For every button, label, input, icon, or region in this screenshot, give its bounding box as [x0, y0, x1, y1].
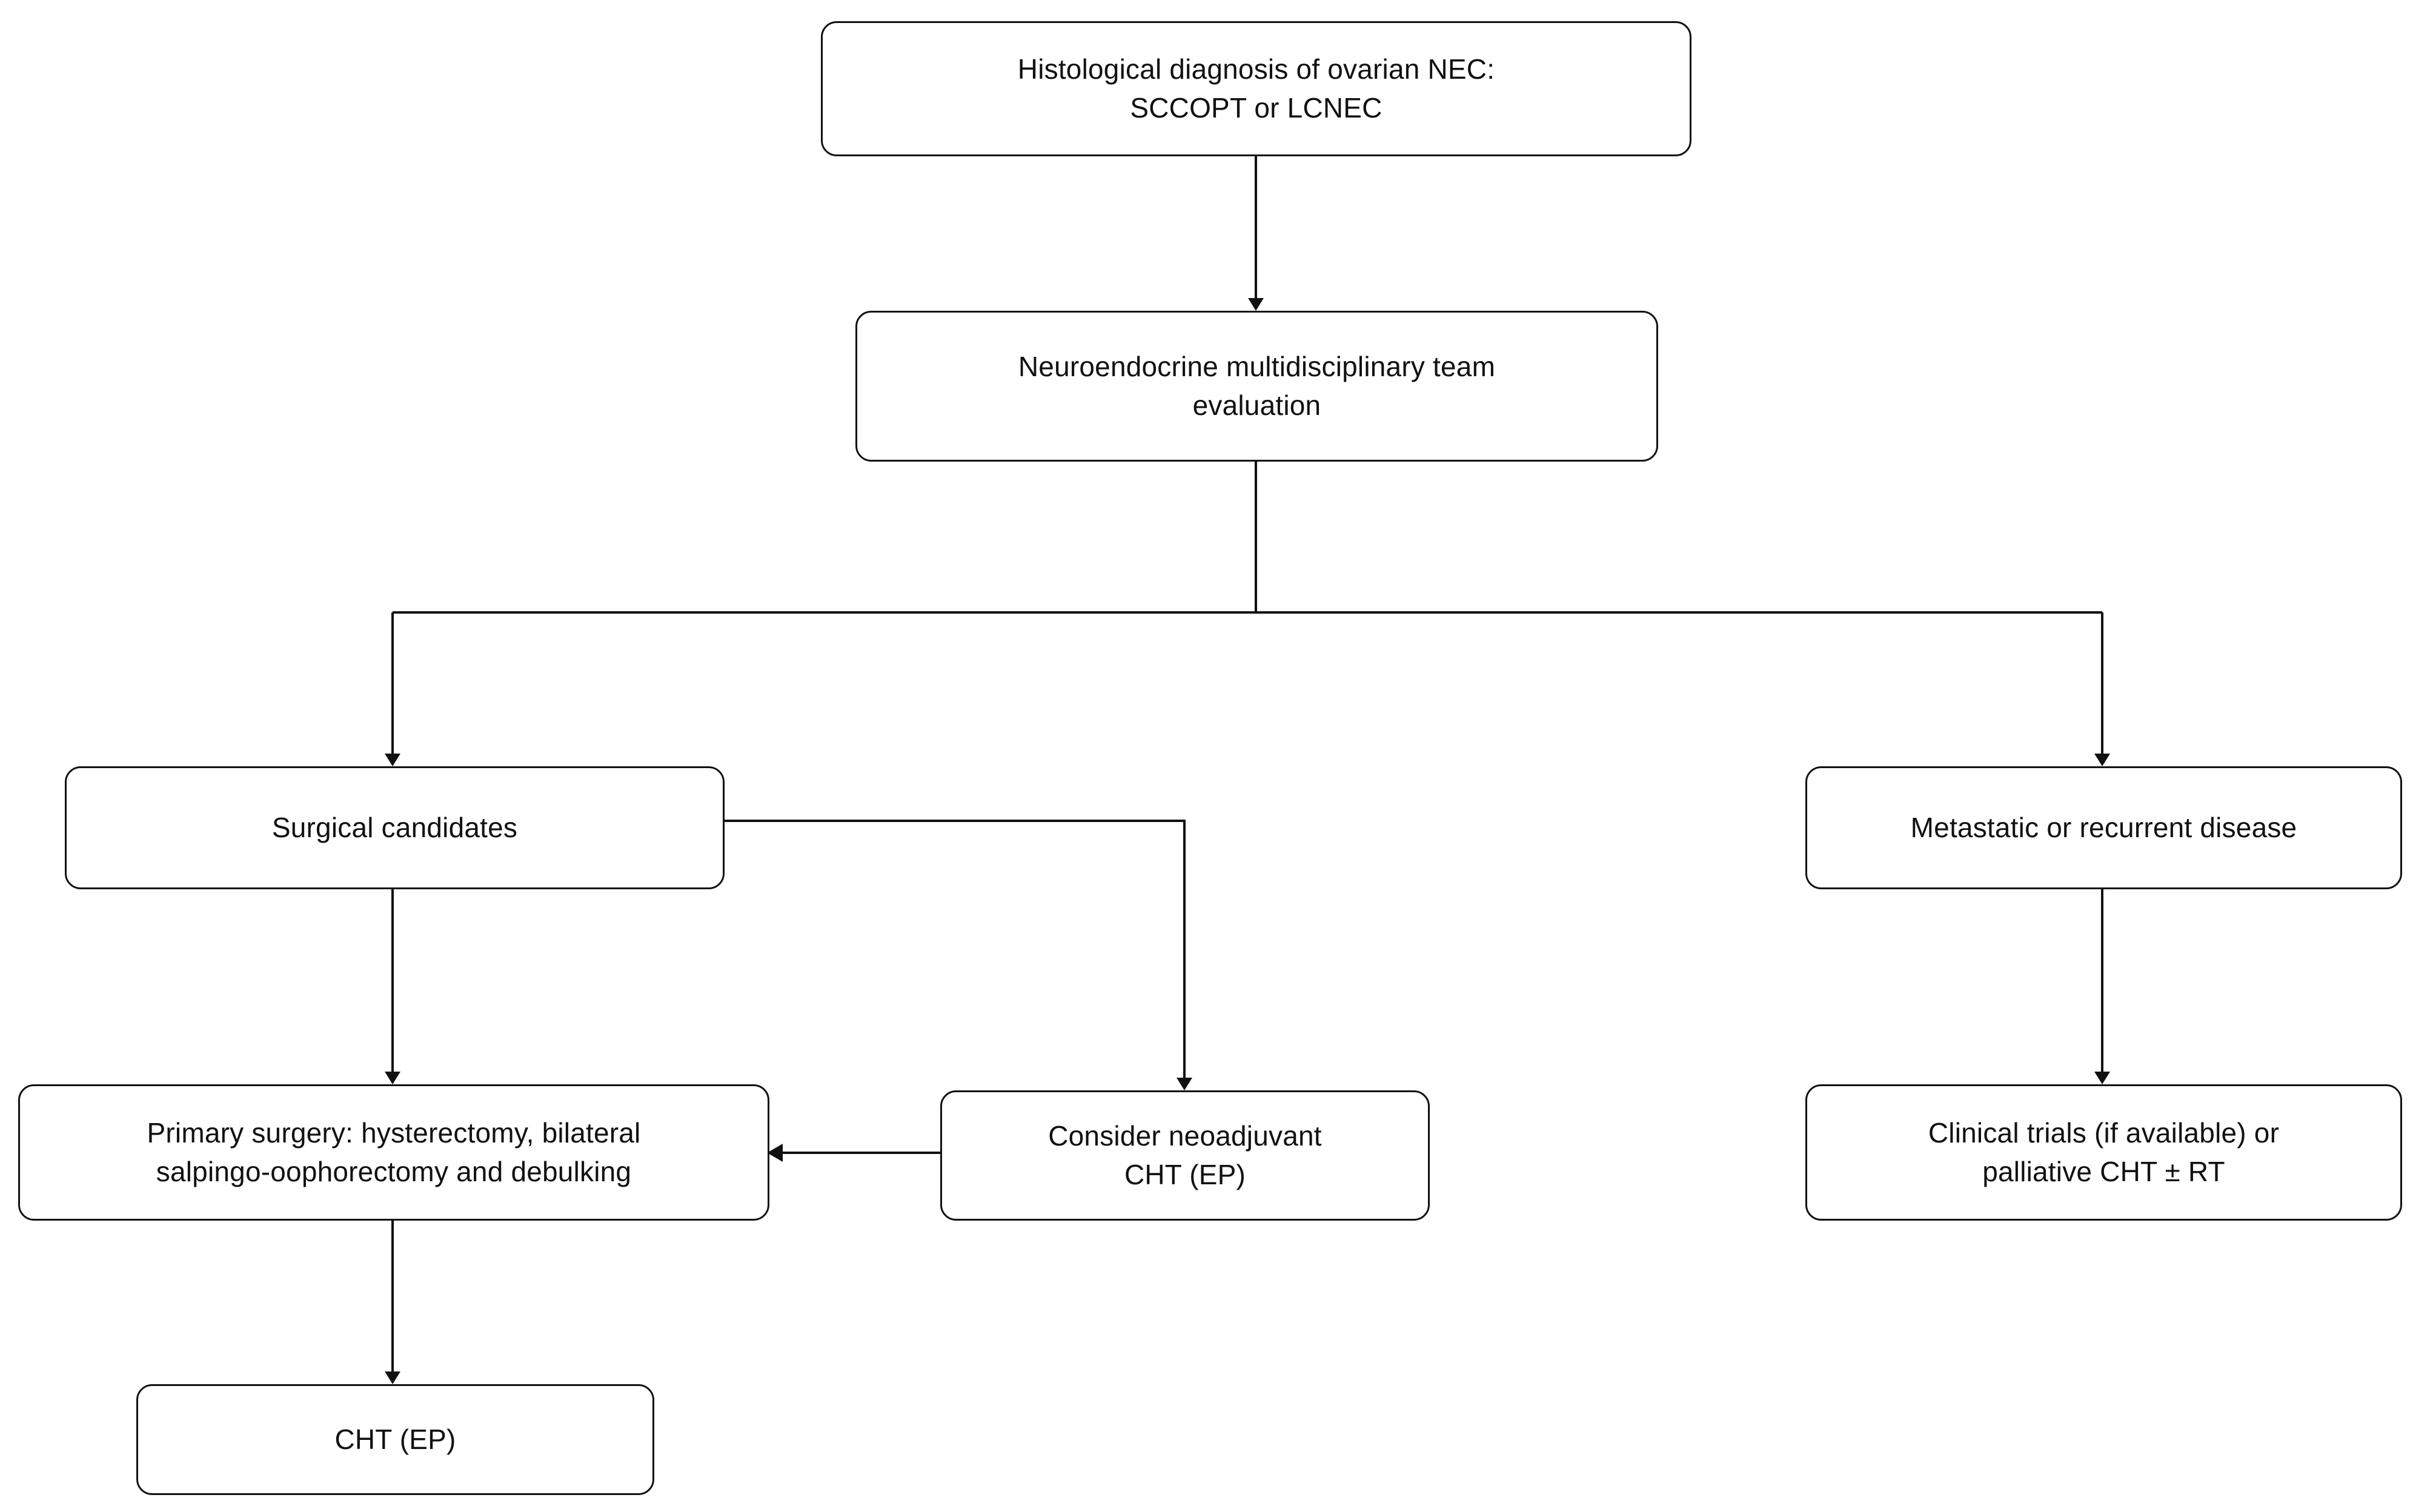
node-adjuvant-cht[interactable]: CHT (EP): [136, 1384, 654, 1495]
edge-mdt-to-surgical-candidates: [385, 612, 400, 766]
edge-surgical-to-neoadjuvant: [725, 820, 1192, 1090]
edge-metastatic-to-clinical-trials: [2094, 889, 2110, 1084]
node-histological-diagnosis[interactable]: Histological diagnosis of ovarian NEC: S…: [821, 21, 1691, 156]
edge-neoadjuvant-to-primary-surgery: [767, 1144, 940, 1162]
node-metastatic-or-recurrent-disease[interactable]: Metastatic or recurrent disease: [1805, 766, 2402, 889]
node-consider-neoadjuvant-cht[interactable]: Consider neoadjuvant CHT (EP): [940, 1090, 1430, 1221]
edge-surgical-to-primary-surgery: [385, 889, 400, 1084]
node-clinical-trials-or-palliative[interactable]: Clinical trials (if available) or pallia…: [1805, 1084, 2402, 1221]
node-surgical-candidates[interactable]: Surgical candidates: [65, 766, 725, 889]
edge-mdt-to-metastatic: [2094, 612, 2110, 766]
edge-primary-surgery-to-cht: [385, 1221, 400, 1384]
edge-diagnosis-to-mdt: [1248, 156, 1264, 311]
edge-mdt-split-bus: [393, 462, 2102, 614]
node-primary-surgery[interactable]: Primary surgery: hysterectomy, bilateral…: [18, 1084, 769, 1221]
node-neuroendocrine-mdt-evaluation[interactable]: Neuroendocrine multidisciplinary team ev…: [855, 311, 1658, 462]
